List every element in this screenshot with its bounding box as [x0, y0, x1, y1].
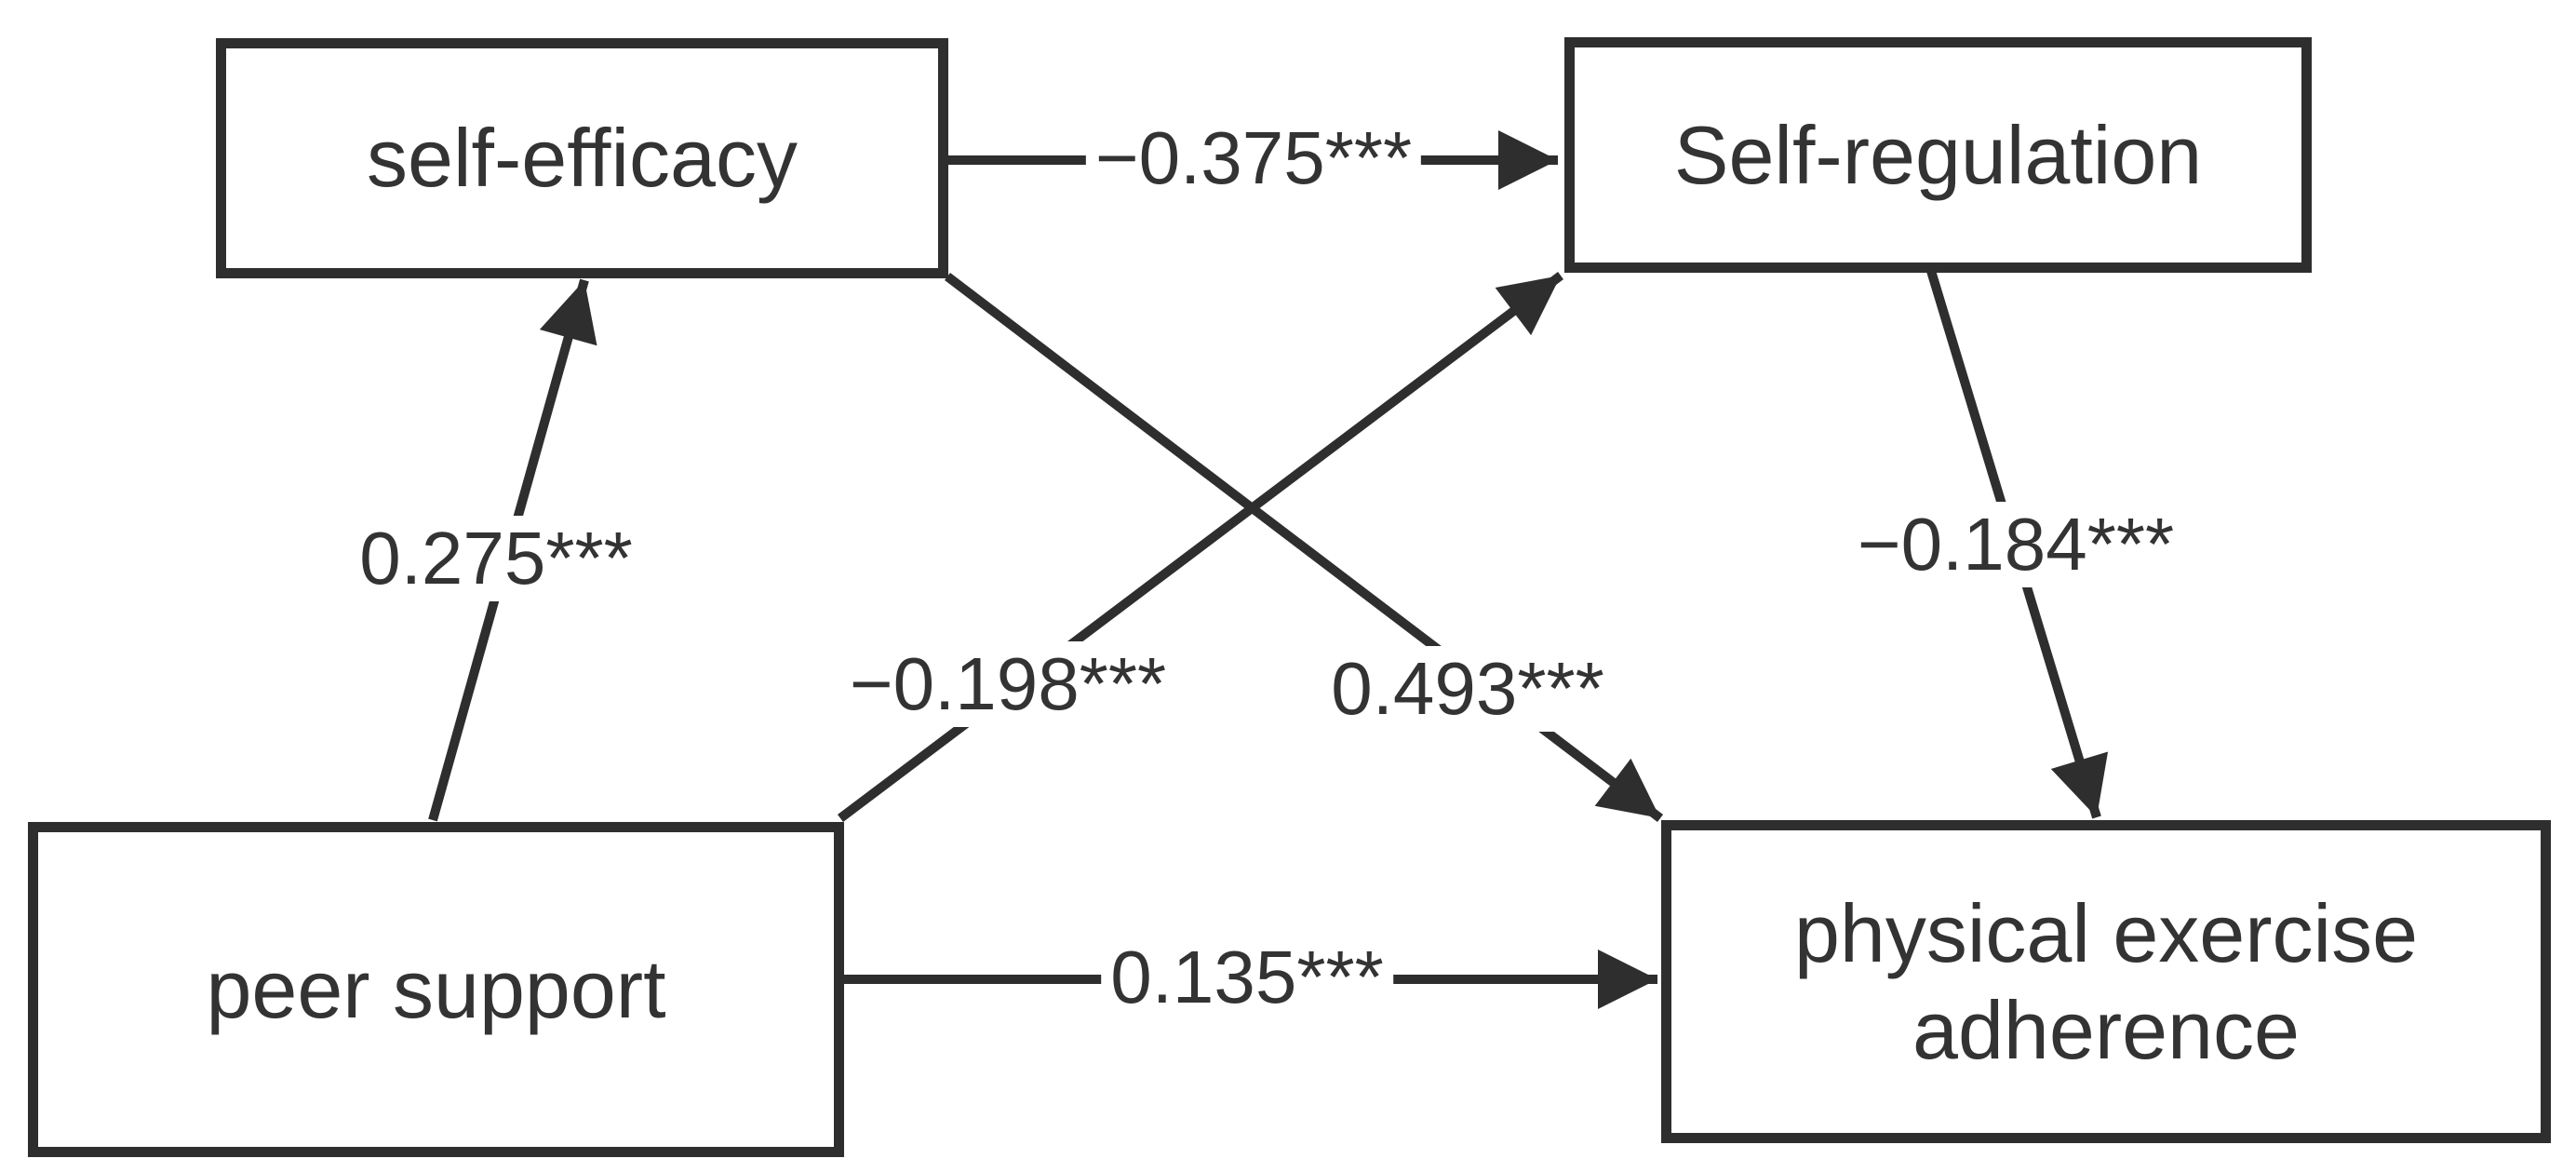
- coefficient-label-peer-support-to-self-regulation: −0.198***: [839, 641, 1176, 727]
- node-physical-exercise-adherence: physical exercise adherence: [1661, 820, 2551, 1143]
- arrow-self-efficacy-to-physical-exercise-adherence: [944, 273, 1664, 822]
- node-peer-support-label: peer support: [206, 943, 666, 1036]
- coefficient-label-self-regulation-to-physical-exercise-adherence: −0.184***: [1847, 502, 2184, 587]
- node-self-regulation-label: Self-regulation: [1673, 108, 2203, 201]
- node-peer-support: peer support: [28, 822, 844, 1157]
- node-self-efficacy: self-efficacy: [216, 38, 948, 278]
- coefficient-label-peer-support-to-physical-exercise-adherence: 0.135***: [1101, 935, 1393, 1020]
- arrow-peer-support-to-self-regulation: [837, 272, 1564, 822]
- node-self-regulation: Self-regulation: [1564, 37, 2312, 273]
- coefficient-label-peer-support-to-self-efficacy: 0.275***: [350, 516, 642, 601]
- coefficient-label-self-efficacy-to-physical-exercise-adherence: 0.493***: [1322, 646, 1614, 732]
- node-physical-exercise-adherence-label: physical exercise adherence: [1793, 886, 2419, 1076]
- coefficient-label-self-efficacy-to-self-regulation: −0.375***: [1085, 115, 1422, 201]
- node-self-efficacy-label: self-efficacy: [367, 112, 798, 205]
